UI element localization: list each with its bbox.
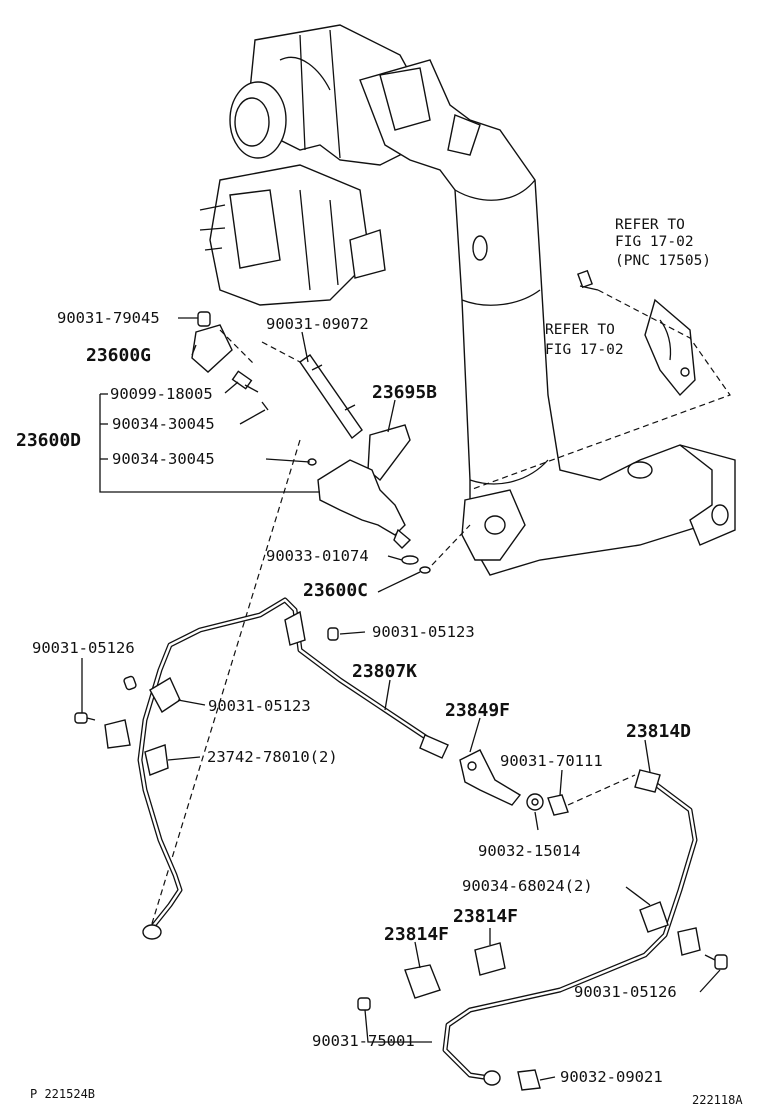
label-90032-15014: 90032-15014 xyxy=(478,842,581,860)
bracket-23849F xyxy=(459,749,636,816)
pipe-clamps-left xyxy=(74,610,339,776)
label-90032-09021: 90032-09021 xyxy=(560,1068,663,1086)
label-23814F-b: 23814F xyxy=(384,924,449,945)
injection-pipe-23814D xyxy=(357,769,728,1091)
label-23849F: 23849F xyxy=(445,700,510,721)
exhaust-pipe xyxy=(359,59,736,576)
label-90033-01074: 90033-01074 xyxy=(266,547,369,565)
refer-note-1-line3: (PNC 17505) xyxy=(615,253,711,269)
label-90031-05126-b: 90031-05126 xyxy=(574,983,677,1001)
label-23814F-a: 23814F xyxy=(453,906,518,927)
label-90034-30045-a: 90034-30045 xyxy=(112,415,215,433)
refer-note-2-line2: FIG 17-02 xyxy=(545,342,624,358)
label-23600D: 23600D xyxy=(16,430,81,451)
refer-note-2-line1: REFER TO xyxy=(545,322,615,338)
refer-note-1-line1: REFER TO xyxy=(615,217,685,233)
label-23814D: 23814D xyxy=(626,721,691,742)
turbocharger xyxy=(199,24,431,306)
label-90099-18005: 90099-18005 xyxy=(110,385,213,403)
part-labels: 90031-79045 23600G 90031-09072 90099-180… xyxy=(16,309,691,1086)
label-90034-30045-b: 90034-30045 xyxy=(112,450,215,468)
injector-assembly xyxy=(261,341,471,574)
leader-lines xyxy=(81,317,721,1081)
label-90031-05123-b: 90031-05123 xyxy=(208,697,311,715)
bracket-upper-right xyxy=(469,269,731,491)
label-23742-78010: 23742-78010(2) xyxy=(207,748,338,766)
label-90031-70111: 90031-70111 xyxy=(500,752,603,770)
injection-pipe-23807K xyxy=(137,597,449,940)
label-23600G: 23600G xyxy=(86,345,151,366)
label-23807K: 23807K xyxy=(352,661,417,682)
label-90031-79045: 90031-79045 xyxy=(57,309,160,327)
label-90031-05126-a: 90031-05126 xyxy=(32,639,135,657)
footer-left-code: P 221524B xyxy=(30,1087,95,1101)
refer-note-2: REFER TO FIG 17-02 xyxy=(545,322,624,358)
label-90031-75001: 90031-75001 xyxy=(312,1032,415,1050)
label-90031-09072: 90031-09072 xyxy=(266,315,369,333)
footer-right-code: 222118A xyxy=(692,1093,743,1107)
bracket-23600G xyxy=(191,311,269,411)
label-90034-68024: 90034-68024(2) xyxy=(462,877,593,895)
label-23600C: 23600C xyxy=(303,580,368,601)
label-23695B: 23695B xyxy=(372,382,437,403)
refer-note-1: REFER TO FIG 17-02 (PNC 17505) xyxy=(615,217,711,269)
refer-note-1-line2: FIG 17-02 xyxy=(615,234,694,250)
dashed-guide-left xyxy=(149,439,301,931)
label-90031-05123-a: 90031-05123 xyxy=(372,623,475,641)
